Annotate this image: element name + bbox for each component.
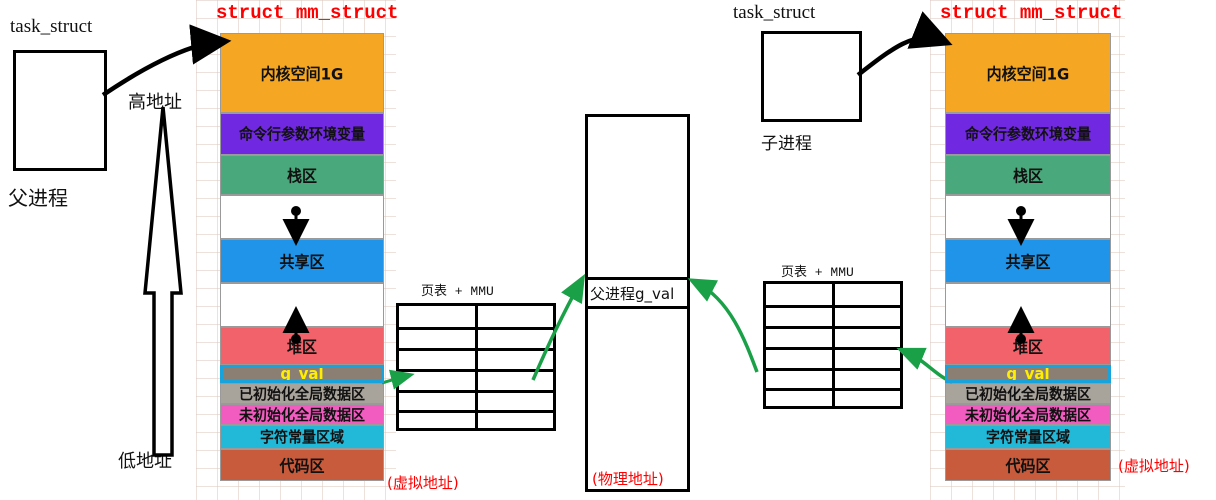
low-address-label: 低地址: [118, 451, 172, 472]
left-task-struct-box: [13, 50, 107, 171]
right-memblock-label-stack: 栈区: [1012, 166, 1043, 185]
right-memblock-shared-area: 共享区: [945, 239, 1111, 283]
right-memblock-stack-gap: [945, 195, 1111, 239]
left-memblock-uninitialized-data: 未初始化全局数据区: [220, 404, 384, 425]
left-memblock-code-area: 代码区: [220, 449, 384, 481]
right-memblock-kernel-space: 内核空间1G: [945, 33, 1111, 113]
right-memblock-cmdline-env: 命令行参数环境变量: [945, 113, 1111, 155]
right-process-label: 子进程: [761, 134, 812, 154]
left-memblock-kernel-space: 内核空间1G: [220, 33, 384, 113]
physical-address-label: (物理地址): [592, 470, 664, 488]
right-memblock-label-g-val: g_val: [1006, 365, 1050, 383]
right-memory-column: 内核空间1G 命令行参数环境变量栈区共享区堆区 g_val 已初始化全局数据区未初始化…: [945, 33, 1111, 495]
left-memblock-cmdline-env: 命令行参数环境变量: [220, 113, 384, 155]
left-task-struct-title: task_struct: [10, 16, 93, 37]
left-memory-column: 内核空间1G 命令行参数环境变量栈区共享区堆区 g_val 已初始化全局数据区未初始化…: [220, 33, 384, 495]
right-page-table: [763, 281, 903, 409]
left-memblock-label-g-val: g_val: [280, 365, 324, 383]
address-direction-arrow: [143, 106, 183, 457]
right-memblock-label-cmdline-env: 命令行参数环境变量: [965, 126, 1091, 144]
left-memblock-label-cmdline-env: 命令行参数环境变量: [239, 126, 365, 144]
right-memblock-label-kernel-space: 内核空间1G: [986, 64, 1070, 83]
right-memblock-label-initialized-data: 已初始化全局数据区: [965, 386, 1091, 403]
right-task-struct-box: [761, 31, 862, 122]
left-memblock-label-string-constants: 字符常量区域: [260, 429, 344, 447]
left-memblock-string-constants: 字符常量区域: [220, 425, 384, 449]
left-memblock-label-uninitialized-data: 未初始化全局数据区: [239, 407, 365, 424]
right-memblock-label-code-area: 代码区: [1005, 456, 1051, 475]
right-page-table-label: 页表 + MMU: [781, 265, 854, 280]
left-memblock-stack-gap: [220, 195, 384, 239]
right-memblock-g-val: g_val: [945, 365, 1111, 383]
right-memblock-string-constants: 字符常量区域: [945, 425, 1111, 449]
left-virtual-address-label: (虚拟地址): [387, 474, 459, 492]
left-memblock-label-kernel-space: 内核空间1G: [260, 64, 344, 83]
left-memblock-label-shared-area: 共享区: [279, 252, 325, 271]
right-task-struct-title: task_struct: [733, 2, 816, 23]
right-memblock-label-shared-area: 共享区: [1005, 252, 1051, 271]
left-memblock-heap-gap: [220, 283, 384, 327]
left-memblock-g-val: g_val: [220, 365, 384, 383]
left-memblock-label-stack: 栈区: [286, 166, 317, 185]
left-memblock-label-code-area: 代码区: [279, 456, 325, 475]
right-memblock-code-area: 代码区: [945, 449, 1111, 481]
physical-memory-cell: 父进程g_val: [588, 277, 687, 309]
left-process-label: 父进程: [8, 186, 68, 210]
left-mm-struct-title: struct mm_struct: [216, 2, 399, 24]
right-memblock-initialized-data: 已初始化全局数据区: [945, 383, 1111, 404]
physical-memory-box: 父进程g_val: [585, 114, 690, 492]
right-task-to-mm-arrow: [856, 11, 953, 77]
right-memblock-heap: 堆区: [945, 327, 1111, 365]
left-memblock-label-initialized-data: 已初始化全局数据区: [239, 386, 365, 403]
left-page-table-label: 页表 + MMU: [421, 284, 494, 299]
physical-memory-cell-label: 父进程g_val: [590, 284, 675, 303]
right-memblock-uninitialized-data: 未初始化全局数据区: [945, 404, 1111, 425]
left-memblock-initialized-data: 已初始化全局数据区: [220, 383, 384, 404]
left-page-table: [396, 303, 556, 431]
left-memblock-label-heap: 堆区: [286, 337, 317, 356]
left-memblock-stack: 栈区: [220, 155, 384, 195]
right-pagetable-to-physical-arrow: [687, 278, 759, 373]
right-memblock-heap-gap: [945, 283, 1111, 327]
right-virtual-address-label: (虚拟地址): [1118, 457, 1190, 475]
right-memblock-label-string-constants: 字符常量区域: [986, 429, 1070, 447]
right-memblock-stack: 栈区: [945, 155, 1111, 195]
left-memblock-shared-area: 共享区: [220, 239, 384, 283]
right-memblock-label-uninitialized-data: 未初始化全局数据区: [965, 407, 1091, 424]
right-mm-struct-title: struct mm_struct: [940, 2, 1123, 24]
left-memblock-heap: 堆区: [220, 327, 384, 365]
high-address-label: 高地址: [128, 92, 182, 113]
right-memblock-label-heap: 堆区: [1012, 337, 1043, 356]
